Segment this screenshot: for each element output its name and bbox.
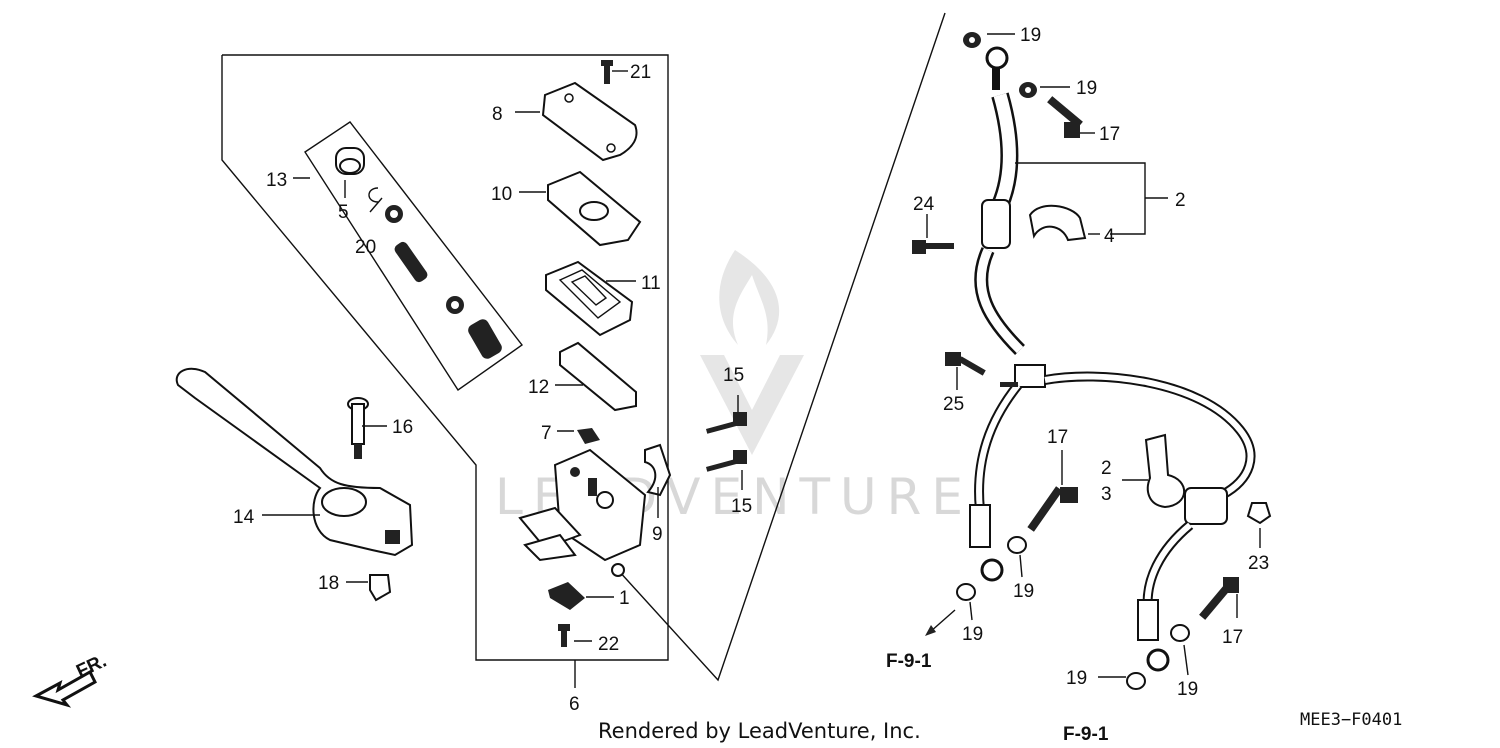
hose-leader-line [617,12,946,682]
nut-23 [1246,502,1272,525]
pivot-bolt [347,397,369,459]
callout-16: 16 [392,417,413,438]
callout-19e: 19 [1177,679,1198,700]
callout-15b: 15 [731,496,752,517]
washers [956,32,1190,690]
callout-5: 5 [338,202,349,223]
callout-14: 14 [233,507,255,528]
callout-19d: 19 [962,624,983,645]
callout-18: 18 [318,573,339,594]
callout-13: 13 [266,170,287,191]
stop-switch [548,582,585,610]
screw-22 [558,624,570,647]
callout-24: 24 [913,194,935,215]
callout-labels: 8 10 11 12 7 1 22 6 21 9 15 15 16 14 18 … [233,25,1269,715]
hose-clamp [1028,204,1087,242]
float [559,341,637,412]
bolt-15a [705,412,747,434]
screw-24 [912,240,954,254]
screw-21 [601,60,613,84]
callout-8: 8 [492,104,503,125]
callout-11: 11 [641,273,661,294]
hose-bracket [1144,433,1186,509]
holder [644,443,672,497]
callout-10: 10 [491,184,512,205]
callout-3: 3 [1101,484,1112,505]
front-direction-arrow: FR. [32,651,110,708]
master-cylinder-group-outline [221,54,669,661]
callout-17a: 17 [1099,124,1120,145]
brake-hose [969,46,1256,672]
piston-set [304,121,524,391]
callout-9: 9 [652,524,663,545]
bolt-15b [705,450,747,472]
brake-lever [175,367,414,557]
callout-17c: 17 [1222,627,1243,648]
callout-22: 22 [598,634,619,655]
reference-left: F-9-1 [886,651,932,672]
callout-17b: 17 [1047,427,1068,448]
pivot-nut [369,574,392,602]
credit-text: Rendered by LeadVenture, Inc. [598,719,921,743]
callout-19b: 19 [1076,78,1097,99]
callout-23: 23 [1248,553,1269,574]
master-cylinder-body [518,448,647,577]
callout-15a: 15 [723,365,744,386]
leader-lines [262,33,1261,688]
callout-21: 21 [630,62,651,83]
callout-19c: 19 [1013,581,1034,602]
reservoir-cap [541,81,638,162]
callout-20: 20 [355,237,376,258]
bolt-25 [945,352,986,376]
callout-12: 12 [528,377,549,398]
callout-2b: 2 [1101,458,1112,479]
callout-1: 1 [619,588,630,609]
callout-7: 7 [541,423,552,444]
oil-bolts [1027,96,1239,620]
diagram-code: MEE3−F0401 [1300,710,1402,730]
callout-19f: 19 [1066,668,1087,689]
callout-25: 25 [943,394,964,415]
reference-right: F-9-1 [1063,724,1109,745]
callout-6: 6 [569,694,580,715]
clip [577,428,600,444]
callout-2a: 2 [1175,190,1186,211]
callout-19a: 19 [1020,25,1041,46]
callout-4: 4 [1104,226,1115,247]
